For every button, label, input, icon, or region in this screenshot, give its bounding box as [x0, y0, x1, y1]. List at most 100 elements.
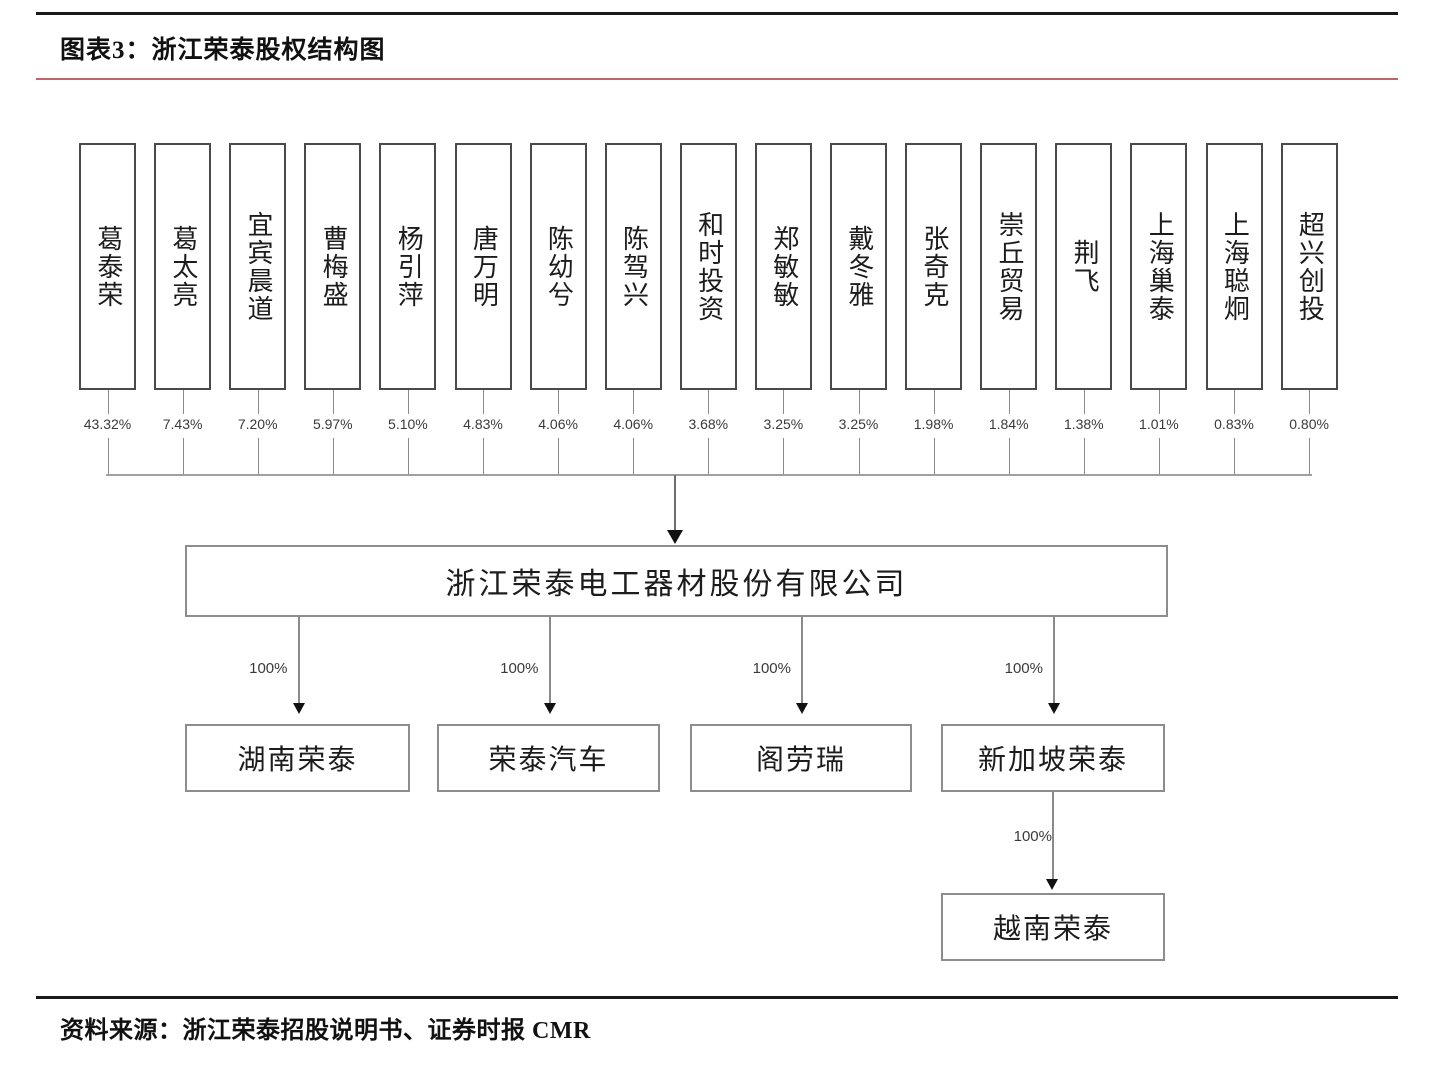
- main-connector-arrow-icon: [667, 530, 683, 544]
- shareholder-box[interactable]: 唐万明: [454, 143, 512, 390]
- shareholder-connector-line: [332, 390, 334, 414]
- shareholder-box[interactable]: 曹梅盛: [304, 143, 362, 390]
- shareholder-pct-label: 4.83%: [463, 416, 503, 432]
- shareholder-pct-label: 4.06%: [613, 416, 654, 432]
- shareholder-box[interactable]: 郑敏敏: [754, 143, 812, 390]
- shareholder-connector-line: [558, 390, 560, 414]
- shareholder-connector-line: [558, 438, 560, 475]
- shareholder-label: 唐万明: [469, 224, 499, 309]
- subsidiary-connector-line: [297, 617, 300, 709]
- shareholder-box[interactable]: 葛泰荣: [79, 143, 136, 390]
- shareholder-label: 和时投资: [694, 210, 724, 323]
- shareholder-pct-label: 5.97%: [312, 416, 353, 432]
- shareholder-label: 上海巢泰: [1145, 210, 1175, 323]
- subsidiary-connector-line: [1053, 617, 1055, 709]
- figure-title: 图表3：浙江荣泰股权结构图: [60, 37, 386, 64]
- subsidiary-pct-label: 100%: [752, 660, 791, 677]
- shareholder-connector-line: [107, 390, 109, 414]
- shareholder-label: 崇丘贸易: [995, 210, 1025, 323]
- shareholder-box[interactable]: 上海聪炯: [1205, 143, 1263, 390]
- shareholder-label: 超兴创投: [1295, 210, 1325, 323]
- shareholder-box[interactable]: 和时投资: [679, 143, 737, 390]
- subsidiary-connector-arrow-icon: [292, 703, 305, 714]
- shareholder-connector-line: [933, 390, 935, 414]
- shareholder-connector-line: [483, 390, 484, 414]
- shareholder-pct-label: 1.98%: [913, 416, 954, 432]
- shareholder-box[interactable]: 陈驾兴: [604, 143, 662, 390]
- shareholder-connector-line: [1234, 438, 1235, 475]
- shareholder-connector-line: [858, 438, 860, 475]
- subsidiary-pct-label: 100%: [249, 660, 288, 677]
- shareholder-box[interactable]: 戴冬雅: [830, 143, 887, 390]
- subsidiary-label: 新加坡荣泰: [977, 745, 1128, 776]
- shareholder-pct-label: 3.25%: [763, 416, 804, 432]
- shareholder-connector-line: [1234, 390, 1235, 414]
- shareholder-connector-line: [783, 438, 785, 475]
- bottom-rule: [36, 996, 1398, 999]
- shareholder-connector-line: [933, 438, 935, 475]
- shareholder-box[interactable]: 陈幼兮: [529, 143, 587, 390]
- subsidiary-box[interactable]: 新加坡荣泰: [941, 724, 1165, 792]
- grand-subsidiary-connector-line: [1052, 792, 1054, 885]
- subsidiary-label: 湖南荣泰: [237, 745, 358, 776]
- shareholder-box[interactable]: 超兴创投: [1280, 143, 1338, 390]
- subsidiary-box[interactable]: 阁劳瑞: [690, 724, 912, 792]
- subsidiary-connector-arrow-icon: [543, 703, 556, 714]
- shareholder-pct-label: 0.83%: [1214, 416, 1254, 432]
- subsidiary-label: 荣泰汽车: [488, 745, 609, 776]
- shareholder-connector-line: [633, 390, 635, 414]
- shareholder-label: 杨引萍: [394, 224, 424, 309]
- main-company-label: 浙江荣泰电工器材股份有限公司: [445, 568, 908, 601]
- shareholder-pct-label: 3.25%: [838, 416, 879, 432]
- shareholder-connector-line: [1083, 390, 1085, 414]
- shareholder-label: 荆飞: [1070, 238, 1100, 295]
- subsidiary-connector-line: [548, 617, 551, 709]
- shareholder-label: 葛太亮: [168, 224, 198, 309]
- shareholder-connector-line: [1309, 390, 1311, 414]
- shareholder-bus-line: [106, 474, 1312, 476]
- shareholder-connector-line: [1008, 438, 1010, 475]
- main-company-box[interactable]: 浙江荣泰电工器材股份有限公司: [185, 545, 1168, 617]
- shareholder-pct-label: 5.10%: [388, 416, 428, 432]
- main-connector-line: [674, 475, 676, 533]
- shareholder-connector-line: [257, 390, 259, 414]
- shareholder-connector-line: [783, 390, 785, 414]
- shareholder-connector-line: [483, 438, 484, 475]
- shareholder-connector-line: [407, 390, 409, 414]
- shareholder-connector-line: [257, 438, 259, 475]
- shareholder-connector-line: [332, 438, 334, 475]
- shareholder-box[interactable]: 荆飞: [1055, 143, 1113, 390]
- subsidiary-box[interactable]: 湖南荣泰: [185, 724, 410, 792]
- shareholder-box[interactable]: 杨引萍: [379, 143, 437, 390]
- shareholder-box[interactable]: 宜宾晨道: [229, 143, 287, 390]
- grand-subsidiary-connector-arrow-icon: [1046, 879, 1058, 890]
- shareholder-pct-label: 43.32%: [83, 416, 132, 432]
- grand-subsidiary-box[interactable]: 越南荣泰: [941, 893, 1165, 961]
- shareholder-label: 陈幼兮: [544, 224, 574, 309]
- shareholder-pct-label: 1.01%: [1139, 416, 1179, 432]
- grand-subsidiary-label: 越南荣泰: [992, 914, 1113, 945]
- shareholder-label: 张奇克: [919, 224, 949, 309]
- shareholder-box[interactable]: 崇丘贸易: [980, 143, 1038, 390]
- shareholder-connector-line: [1008, 390, 1010, 414]
- shareholder-box[interactable]: 张奇克: [905, 143, 963, 390]
- shareholder-pct-label: 4.06%: [538, 416, 578, 432]
- shareholder-box[interactable]: 上海巢泰: [1130, 143, 1188, 390]
- shareholder-pct-label: 1.84%: [988, 416, 1029, 432]
- subsidiary-box[interactable]: 荣泰汽车: [437, 724, 660, 792]
- subsidiary-connector-arrow-icon: [796, 703, 808, 714]
- shareholder-connector-line: [1158, 438, 1160, 475]
- shareholder-label: 戴冬雅: [844, 224, 874, 309]
- shareholder-connector-line: [107, 438, 109, 475]
- shareholder-box[interactable]: 葛太亮: [154, 143, 212, 390]
- subsidiary-connector-line: [801, 617, 803, 709]
- shareholder-label: 曹梅盛: [319, 224, 349, 309]
- shareholder-connector-line: [407, 438, 409, 475]
- grand-subsidiary-pct-label: 100%: [1013, 828, 1052, 845]
- shareholder-label: 上海聪炯: [1220, 210, 1250, 323]
- shareholder-pct-label: 7.20%: [237, 416, 278, 432]
- top-rule: [36, 12, 1398, 15]
- shareholder-connector-line: [708, 390, 710, 414]
- shareholder-connector-line: [858, 390, 860, 414]
